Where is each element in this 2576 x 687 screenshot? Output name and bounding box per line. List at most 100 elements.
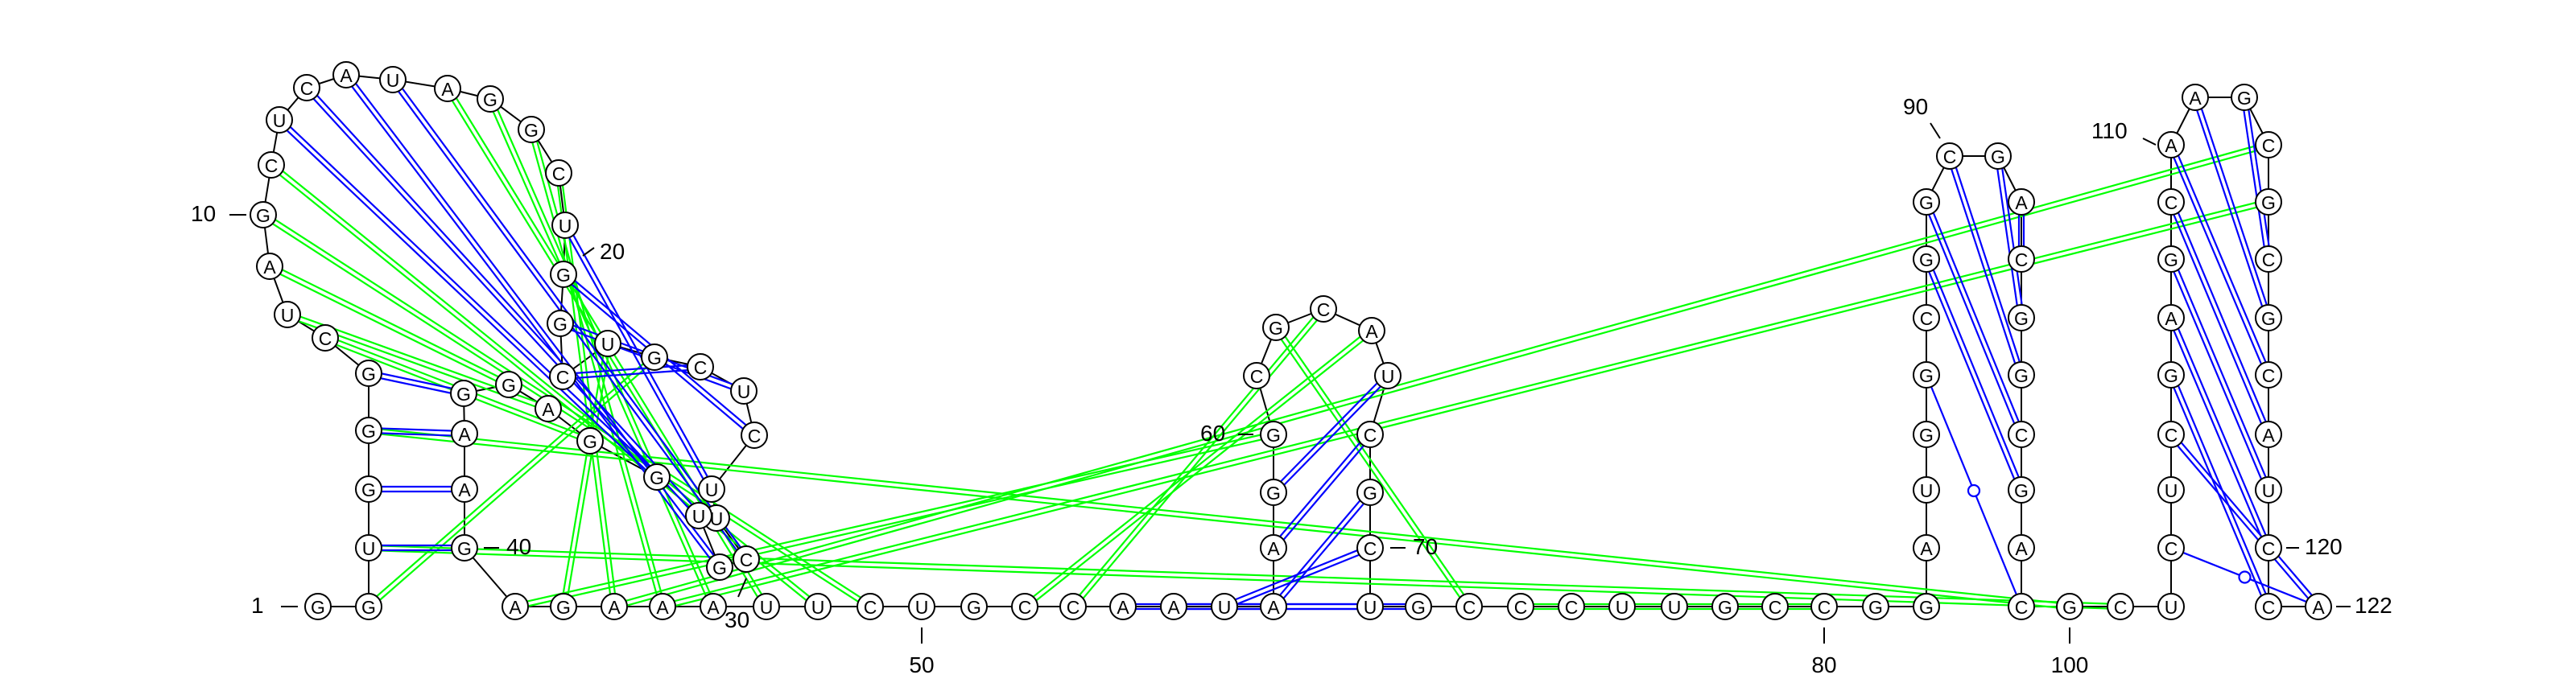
nucleotide-letter: C [2165,425,2178,446]
position-label-1: 1 [251,593,298,618]
nucleotide-letter: C [1463,597,1476,618]
nucleotide-35: G [576,427,604,455]
nucleotide-letter: C [2165,192,2178,213]
nucleotide-78: C [1810,593,1838,620]
nucleotide-110: G [2231,84,2258,111]
nucleotide-letter: U [760,597,774,618]
nucleotide-64: A [1358,317,1385,344]
nucleotide-letter: G [456,384,471,405]
nucleotide-letter: C [2262,538,2276,559]
nucleotide-letter: C [694,357,708,378]
nucleotide-93: G [2008,361,2035,389]
nucleotide-106: G [2157,245,2185,273]
canonical-pair [2173,212,2267,424]
nucleotide-90: A [2008,188,2035,216]
nucleotide-letter: U [2165,480,2178,501]
nucleotide-69: U [1356,593,1384,620]
nucleotide-32: G [706,553,733,581]
nucleotide-letter: C [1769,597,1782,618]
nucleotide-letter: U [692,506,706,527]
nucleotide-107: C [2157,188,2185,216]
nucleotide-letter: U [705,479,719,500]
nucleotide-51: G [960,593,988,620]
nucleotide-62: G [1262,314,1290,341]
nucleotide-116: A [2255,421,2282,448]
nucleotide-letter: C [552,163,566,184]
nucleotide-66: C [1356,421,1384,448]
non-canonical-pair [1032,335,1364,602]
position-number: 30 [724,607,749,632]
nucleotide-letter: A [2015,192,2028,213]
nucleotide-letter: G [1919,425,1934,446]
nucleotide-letter: G [1269,318,1283,339]
nucleotide-letter: A [1117,597,1129,618]
nucleotide-letter: A [542,399,555,420]
nucleotide-letter: A [1920,538,1933,559]
nucleotide-8: U [274,301,301,328]
canonical-pair [2173,385,2267,596]
position-number: 120 [2305,534,2343,559]
nucleotide-letter: A [2189,88,2202,109]
nucleotide-92: G [2008,304,2035,331]
nucleotide-letter: G [556,597,571,618]
nucleotide-59: G [1260,479,1287,506]
nucleotide-letter: U [737,381,751,402]
nucleotide-letter: G [1411,597,1426,618]
nucleotide-3: U [355,534,382,562]
nucleotide-14: A [332,61,360,88]
nucleotide-82: U [1913,476,1940,504]
nucleotide-108: A [2157,131,2185,158]
nucleotide-42: A [502,593,529,620]
position-label-10: 10 [191,201,246,226]
nucleotide-letter: C [2262,249,2276,270]
non-canonical-pair [279,269,499,382]
nucleotide-63: C [1310,295,1337,323]
nucleotide-24: U [594,330,621,357]
nucleotide-94: C [2008,421,2035,448]
nucleotide-letter: C [1364,425,1377,446]
nucleotide-letter: U [1616,597,1629,618]
nucleotide-letter: C [2262,135,2276,156]
nucleotide-89: G [1984,142,2012,170]
nucleotide-letter: G [1919,597,1934,618]
nucleotide-letter: C [2015,249,2029,270]
nucleotide-117: U [2255,476,2282,504]
nucleotide-letter: C [2015,597,2029,618]
position-number: 110 [2091,118,2128,143]
nucleotide-letter: C [1514,597,1528,618]
nucleotide-33: U [685,502,712,529]
nucleotide-letter: G [361,597,376,618]
canonical-pair [1928,212,2020,424]
nucleotide-letter: C [748,426,762,446]
nucleotide-47: U [753,593,780,620]
nucleotide-38: G [450,380,477,407]
nucleotide-letter: U [1218,597,1232,618]
nucleotide-118: C [2255,534,2282,562]
nucleotide-48: U [804,593,832,620]
nucleotide-100: U [2157,593,2185,620]
nucleotide-37: G [495,371,522,398]
canonical-pair [381,427,452,437]
nucleotide-97: C [2008,593,2035,620]
nucleotide-101: C [2157,534,2185,562]
canonical-pair [2177,442,2313,599]
canonical-pair [1279,500,1364,599]
position-label-90: 90 [1903,94,1941,139]
nucleotide-letter: C [2262,365,2276,386]
nucleotide-27: U [730,377,758,405]
nucleotide-61: C [1243,362,1270,389]
position-number: 50 [909,652,934,677]
nucleotide-120: A [2305,593,2332,620]
nucleotide-letter: A [441,79,454,100]
non-canonical-pair [674,201,2257,607]
nucleotide-44: A [601,593,628,620]
nucleotide-21: G [550,261,577,288]
nucleotide-23: C [549,363,576,390]
nucleotide-25: G [641,344,668,371]
nucleotide-41: G [451,534,478,562]
canonical-pair [380,372,452,394]
nucleotide-letter: C [1250,366,1264,387]
nucleotide-10: G [250,201,277,228]
canonical-pair [2173,328,2267,537]
